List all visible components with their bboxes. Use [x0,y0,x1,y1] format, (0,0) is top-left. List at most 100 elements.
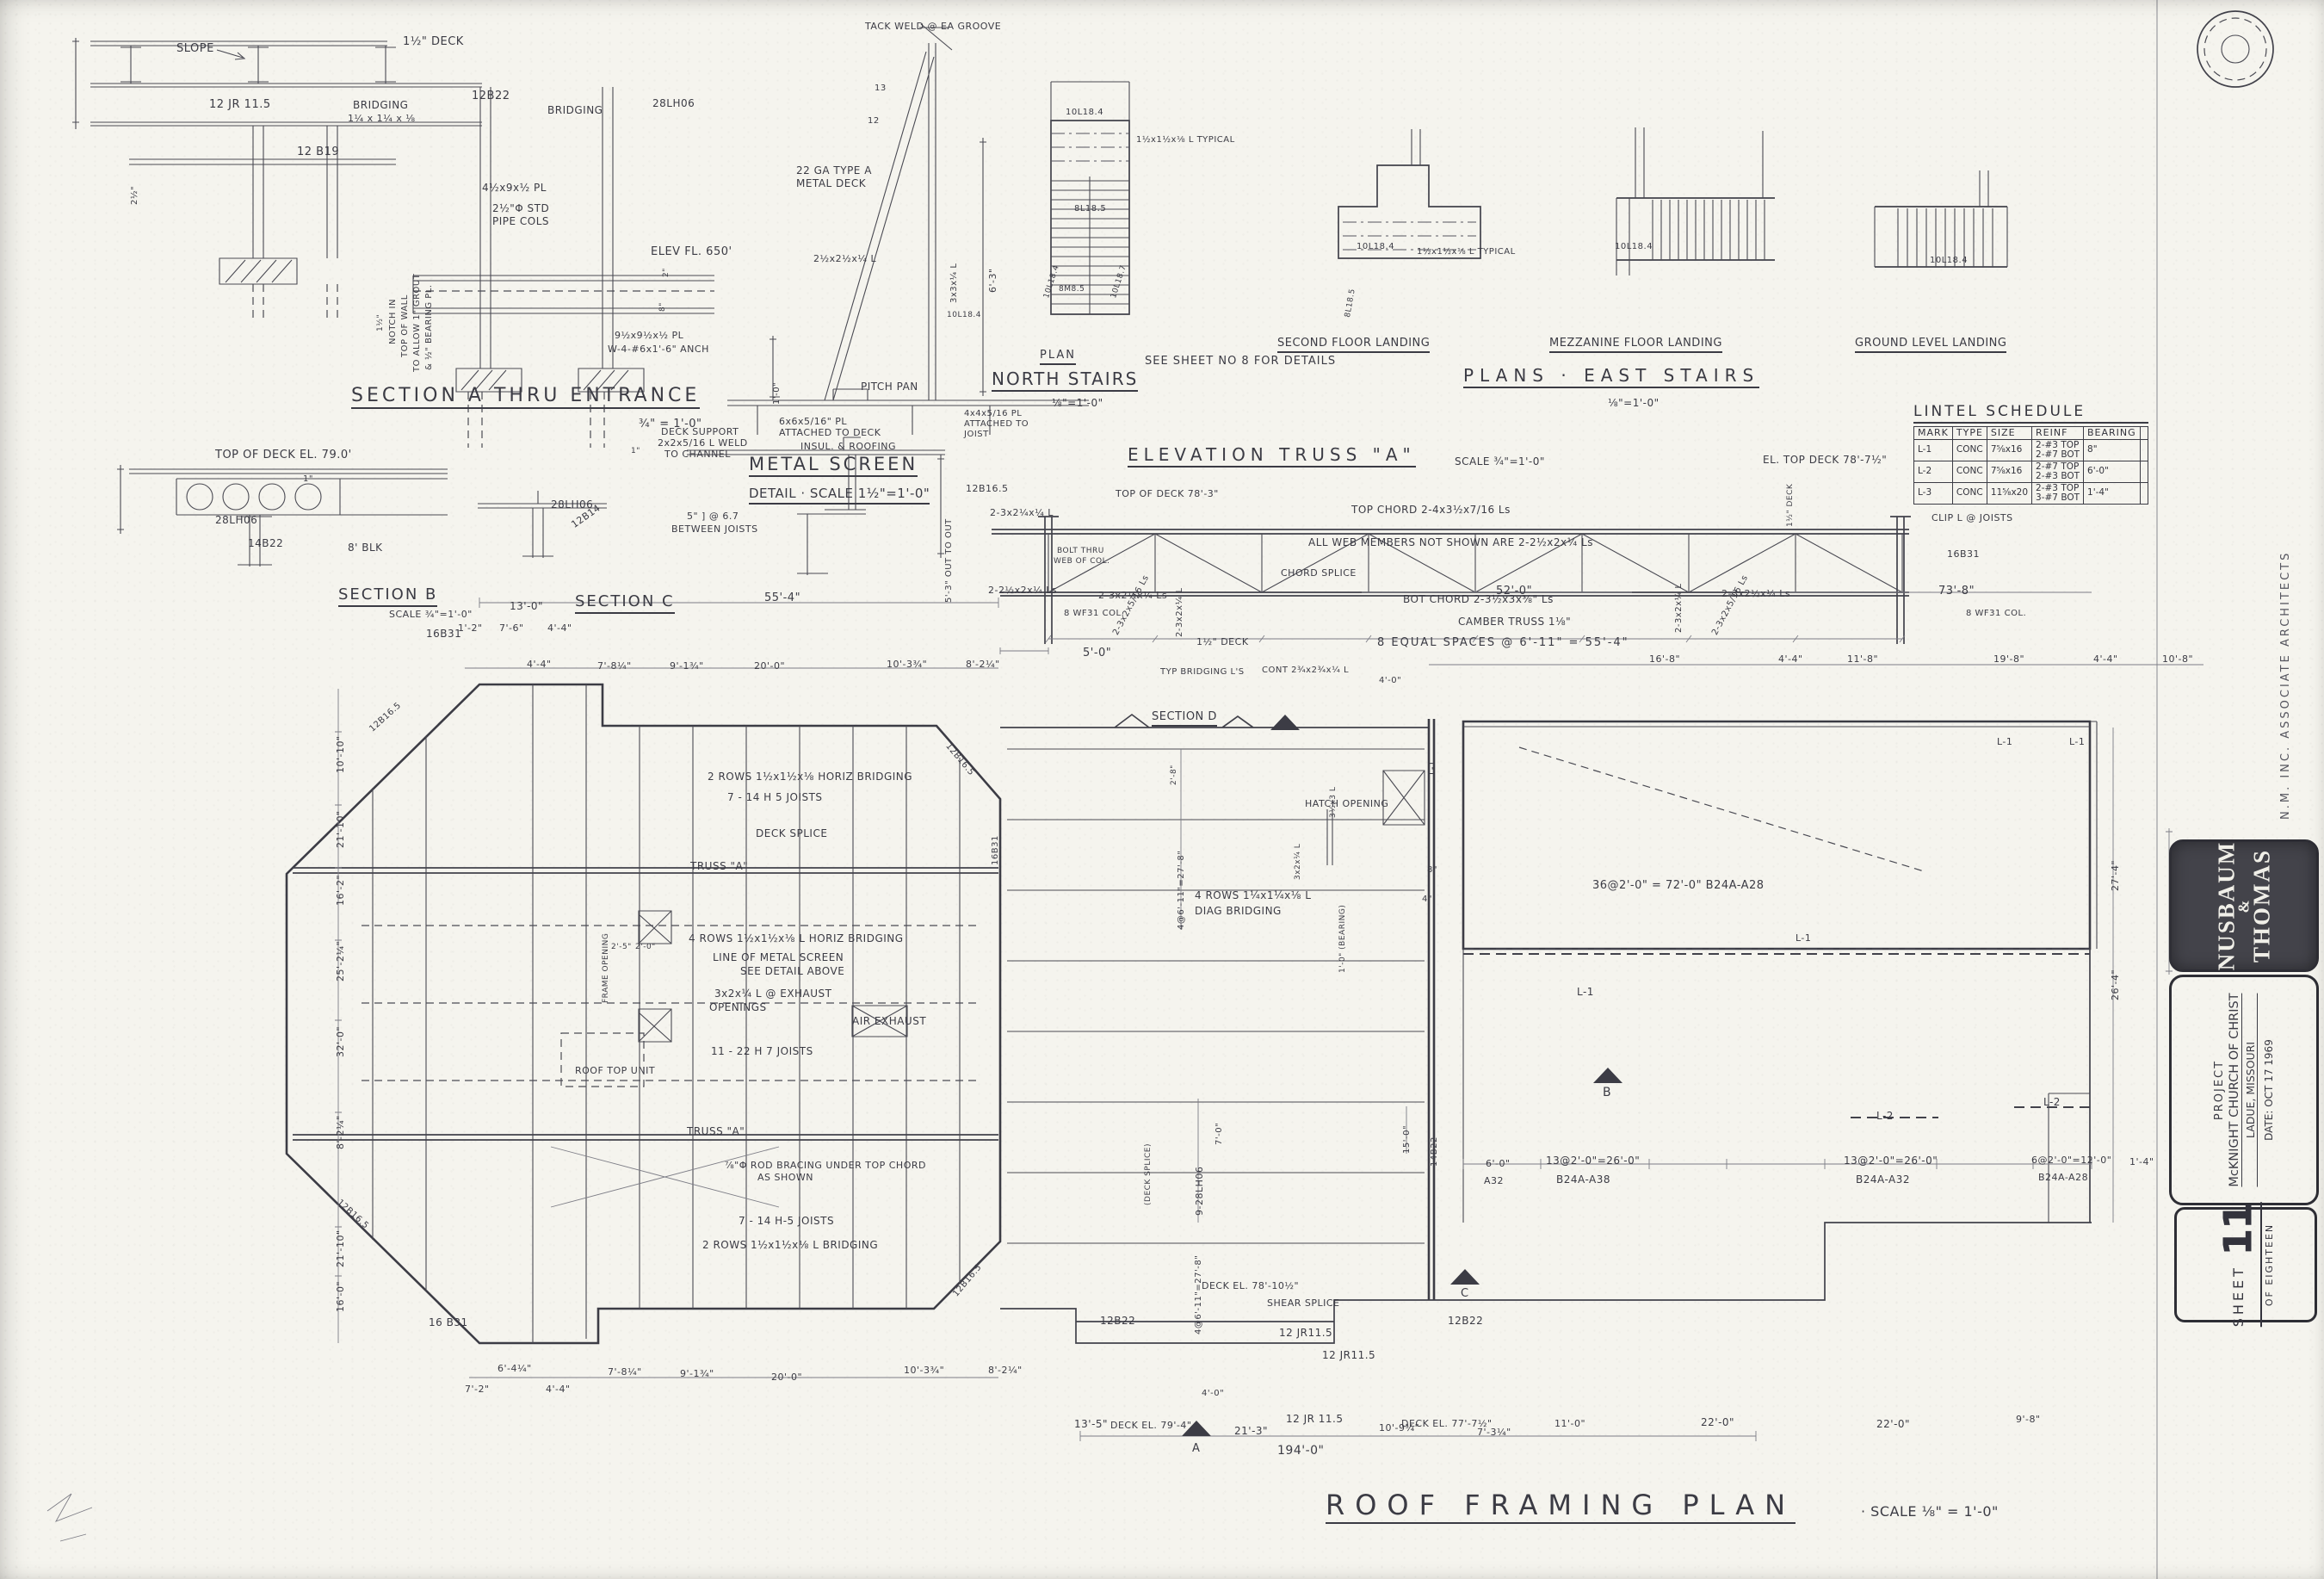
annotation-text: B24A-A28 [2038,1172,2089,1183]
annotation-text: 3x2x¼ L @ EXHAUST [714,988,832,1000]
lintel-col-header [2139,426,2148,440]
annotation-text: 11 - 22 H 7 JOISTS [711,1045,813,1057]
annotation-text: BOT CHORD 2-3½x3x⅜" Ls [1403,593,1554,605]
annotation-text: 1½" DECK [1786,483,1795,527]
annotation-text: 12 JR 11.5 [1286,1413,1344,1425]
annotation-text: 2'-5" [611,943,632,951]
annotation-text: 7'-2" [465,1384,490,1395]
associate-architects-text: N.M. INC. ASSOCIATE ARCHITECTS [2279,550,2292,820]
annotation-text: 2x2x5/16 L WELD [658,437,748,449]
annotation-text: 4½x9x½ PL [482,182,547,194]
annotation-text: · SCALE ⅛" = 1'-0" [1861,1503,1999,1520]
annotation-text: 16 B31 [429,1316,468,1328]
project-label: PROJECT [2213,1059,2226,1121]
annotation-text: 1'-0" (BEARING) [1338,904,1347,973]
project-info-box: PROJECT McKNIGHT CHURCH OF CHRIST LADUE,… [2169,975,2319,1205]
annotation-text: 5'-3" OUT TO OUT [944,518,954,603]
annotation-text: 36@2'-0" = 72'-0" B24A-A28 [1592,879,1765,892]
annotation-text: PLAN [1040,350,1076,365]
lintel-cell: 1'-4" [2083,481,2141,505]
annotation-text: 4'-4" [547,622,572,634]
annotation-text: 7'-8¼" [597,660,632,672]
annotation-text: 4 ROWS 1¼x1¼x⅛ L [1195,889,1312,901]
annotation-text: 2" [662,268,671,277]
annotation-text: 15'-0" [1402,1124,1412,1154]
annotation-text: 8L18.5 [1074,204,1107,214]
ground-level-landing-title: GROUND LEVEL LANDING [1855,337,2007,353]
annotation-text: SLOPE [176,42,214,55]
lintel-cell [2139,460,2148,483]
annotation-text: 9'-1¾" [680,1368,714,1379]
annotation-text: 22'-0" [1701,1416,1735,1428]
lintel-cell: CONC [1951,460,1987,483]
annotation-text: TO ALLOW 1" GROUT [412,273,422,372]
project-date: DATE: OCT 17 1969 [2263,1039,2275,1141]
annotation-text: 1'-0" [772,381,782,405]
second-floor-landing-title: SECOND FLOOR LANDING [1277,337,1431,353]
annotation-text: FRAME OPENING [602,932,610,1003]
annotation-text: 52'-0" [1496,585,1533,598]
annotation-text: 20'-0" [754,660,786,672]
annotation-text: DECK EL. 77'-7½" [1401,1418,1493,1429]
annotation-text: 16'-2" [335,874,346,906]
annotation-text: 4 ROWS 1½x1½x⅛ L HORIZ BRIDGING [689,932,904,944]
annotation-text: 19'-8" [1993,653,2025,665]
annotation-text: 4'-4" [2093,653,2118,665]
annotation-text: ⅛"=1'-0" [1052,397,1103,409]
annotation-text: ⅛"=1'-0" [1608,397,1660,409]
annotation-text: 1½" [376,313,385,331]
annotation-text: SEE DETAIL ABOVE [740,965,845,977]
annotation-text: EL. TOP DECK 78'-7½" [1763,454,1888,466]
annotation-text: 2-3x2x¼ L [1674,583,1684,633]
annotation-text: 1½" DECK [1196,636,1249,647]
annotation-text: DETAIL · SCALE 1½"=1'-0" [749,486,930,505]
annotation-text: 5" ] @ 6.7 [687,511,739,522]
sheet-number-box: SHEET 11 OF EIGHTEEN [2174,1202,2317,1328]
annotation-text: 1" [631,447,640,455]
firm-title-box: NUSBAUM & THOMAS [2169,839,2319,972]
annotation-text: 2½"Φ STD [492,202,550,214]
annotation-text: 2'-0" [635,943,656,951]
annotation-text: 10'-3¾" [887,659,928,670]
annotation-text: 14B22 [248,537,284,549]
annotation-text: 22'-0" [1876,1418,1911,1430]
annotation-text: B [1603,1086,1612,1099]
annotation-text: AIR EXHAUST [852,1015,927,1027]
annotation-text: 12B16.5 [966,483,1009,494]
annotation-text: TYP BRIDGING L'S [1160,667,1245,677]
annotation-text: 16B31 [991,835,1000,865]
annotation-text: 2-3x2¼x¼ L [990,507,1054,518]
annotation-text: 55'-4" [764,591,801,604]
annotation-text: 194'-0" [1277,1444,1325,1458]
annotation-text: 28LH06 [652,97,695,109]
annotation-text: ROOF TOP UNIT [575,1065,656,1076]
annotation-text: 7'-0" [1215,1122,1224,1145]
annotation-text: 11'-0" [1554,1418,1586,1429]
annotation-text: 21'-3" [1234,1425,1269,1437]
metal-screen-title: METAL SCREEN [749,455,918,478]
annotation-text: 73'-8" [1938,585,1975,598]
annotation-text: 6'-4¼" [498,1363,532,1374]
annotation-text: 2½" [130,185,139,205]
annotation-text: TOP OF DECK 78'-3" [1116,488,1219,499]
annotation-text: 6'-0" [1486,1158,1511,1169]
lintel-cell: 7⅝x16 [1986,438,2033,461]
annotation-text: 12B22 [1100,1315,1136,1327]
firm-name-line2: THOMAS [2248,848,2275,963]
annotation-text: 6x6x5/16" PL [779,416,848,427]
annotation-text: 13'-5" [1074,1418,1109,1430]
annotation-text: 8 EQUAL SPACES @ 6'-11" = 55'-4" [1377,636,1629,649]
annotation-text: 27'-4" [2110,859,2121,891]
annotation-text: 6'-3" [987,268,998,293]
annotation-text: ATTACHED TO [964,419,1029,429]
annotation-text: W-4-#6x1'-6" ANCH [608,344,709,355]
annotation-text: 13@2'-0"=26'-0" [1844,1155,1938,1167]
annotation-text: DECK SPLICE [756,827,828,839]
annotation-text: 2-3x2x¼ L [1175,587,1184,637]
annotation-text: HATCH OPENING [1305,798,1389,809]
project-location: LADUE, MISSOURI [2244,993,2258,1187]
annotation-text: CONT 2¾x2¾x¼ L [1262,666,1350,675]
